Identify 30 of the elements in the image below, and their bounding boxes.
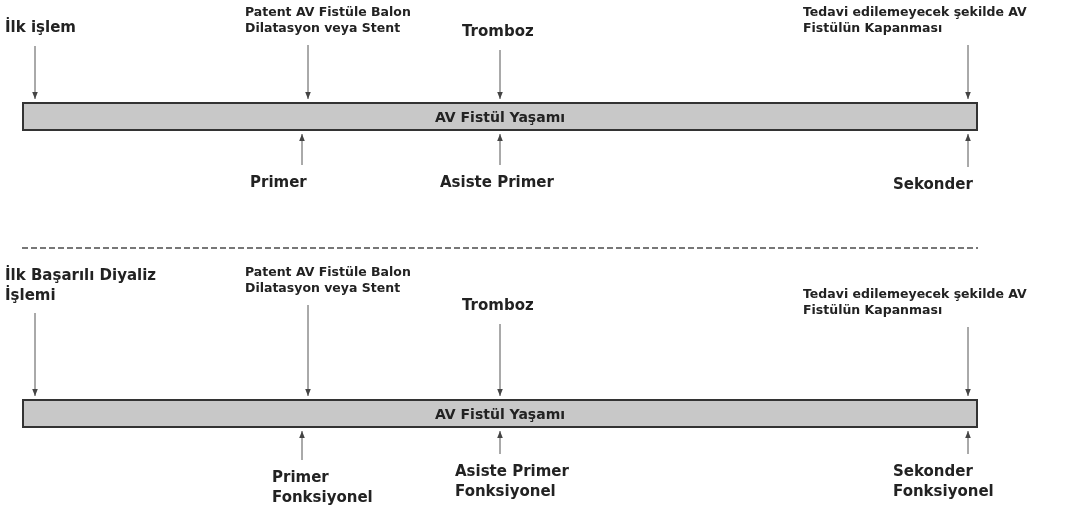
event-label: Tromboz — [462, 22, 562, 42]
arrow — [965, 133, 971, 168]
event-label: Primer Fonksiyonel — [272, 468, 382, 507]
arrow — [32, 312, 38, 397]
arrow — [965, 326, 971, 397]
arrow — [299, 133, 305, 166]
event-label: Tedavi edilemeyecek şekilde AV Fistülün Kapanması — [803, 286, 1073, 319]
arrow — [965, 430, 971, 455]
arrow — [305, 304, 311, 397]
event-label: Asiste Primer Fonksiyonel — [455, 462, 605, 501]
event-label: Patent AV Fistüle Balon Dilatasyon veya Stent — [245, 4, 430, 37]
timeline-bar: AV Fistül Yaşamı — [22, 102, 978, 131]
arrow — [497, 323, 503, 397]
arrow — [965, 44, 971, 100]
arrow — [497, 49, 503, 100]
arrow — [299, 430, 305, 461]
event-label: Tromboz — [462, 296, 562, 316]
event-label: İlk Başarılı Diyaliz İşlemi — [5, 266, 165, 305]
event-label: İlk işlem — [5, 18, 125, 38]
arrow — [32, 45, 38, 100]
event-label: Patent AV Fistüle Balon Dilatasyon veya Stent — [245, 264, 430, 297]
event-label: Tedavi edilemeyecek şekilde AV Fistülün Kapanması — [803, 4, 1073, 37]
event-label: Sekonder — [893, 175, 1013, 195]
event-label: Primer — [250, 173, 350, 193]
arrow — [497, 133, 503, 166]
arrow — [305, 44, 311, 100]
arrow — [497, 430, 503, 455]
event-label: Asiste Primer — [440, 173, 580, 193]
timeline-bar: AV Fistül Yaşamı — [22, 399, 978, 428]
event-label: Sekonder Fonksiyonel — [893, 462, 1013, 501]
